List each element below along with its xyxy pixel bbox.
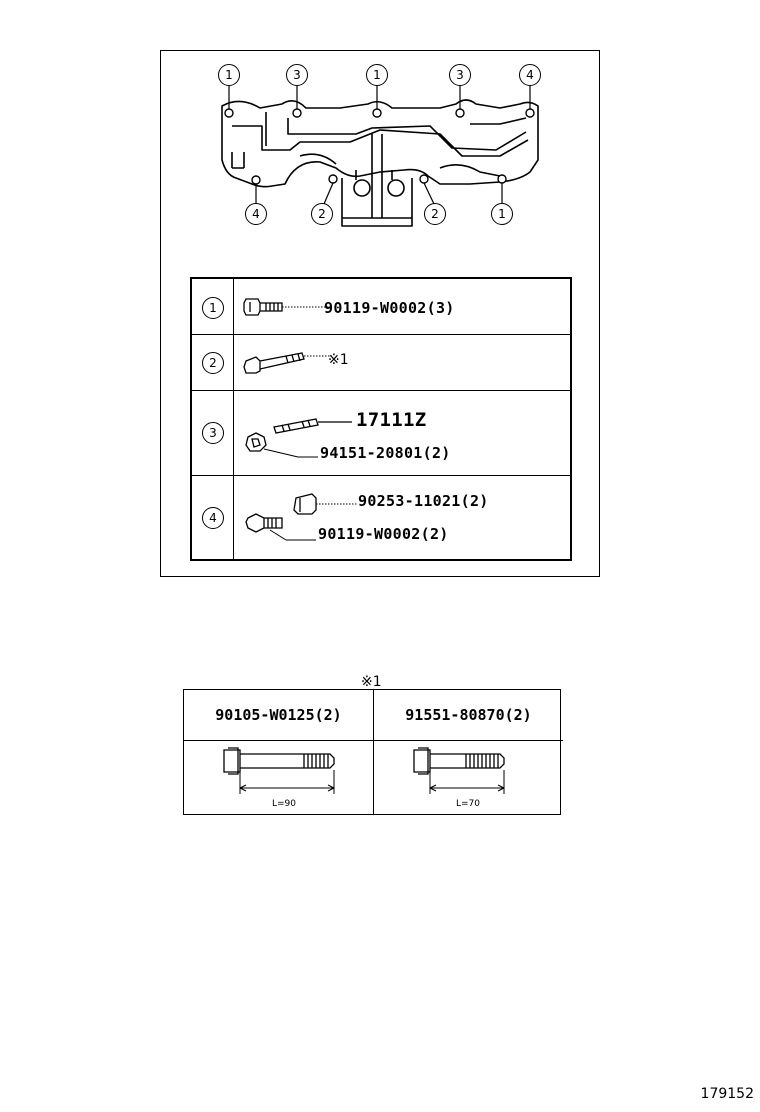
bolt-70mm-drawing xyxy=(413,747,505,794)
parts-row-2: 2 ※1 xyxy=(192,335,570,391)
long-bolt-icon xyxy=(243,352,332,374)
note-marker: ※1 xyxy=(361,674,382,690)
part-number: 94151-20801(2) xyxy=(320,444,451,462)
bolt-90mm-drawing xyxy=(223,747,335,794)
parts-row-1: 1 90119-W0002(3) xyxy=(192,279,570,335)
part-number: 90119-W0002(3) xyxy=(324,299,455,317)
part-number: 90253-11021(2) xyxy=(358,492,489,510)
bolt-spec-table: 90105-W0125(2) L=90 91551-80870(2) xyxy=(183,689,563,815)
illustration-id: 179152 xyxy=(700,1086,754,1102)
bolt-and-nut-icon xyxy=(245,493,358,541)
callout-1: 1 xyxy=(366,64,388,86)
bolt-part-number: 91551-80870(2) xyxy=(374,690,563,741)
row-index-4: 4 xyxy=(202,507,224,529)
bolt-spec-column: 90105-W0125(2) L=90 xyxy=(184,690,373,814)
bolt-length: L=70 xyxy=(456,799,481,809)
row-index-3: 3 xyxy=(202,422,224,444)
diagram-frame xyxy=(160,50,600,577)
callout-3: 3 xyxy=(286,64,308,86)
callout-2: 2 xyxy=(311,203,333,225)
callout-1: 1 xyxy=(218,64,240,86)
callout-3: 3 xyxy=(449,64,471,86)
flange-bolt-icon xyxy=(243,298,332,316)
callout-2: 2 xyxy=(424,203,446,225)
note-reference: ※1 xyxy=(328,352,349,368)
stud-and-nut-icon xyxy=(245,418,352,458)
bolt-spec-column: 91551-80870(2) L=70 xyxy=(373,690,563,814)
parts-row-3: 3 17111Z 94151-20801(2) xyxy=(192,391,570,476)
callout-1: 1 xyxy=(491,203,513,225)
callout-4: 4 xyxy=(519,64,541,86)
part-number: 90119-W0002(2) xyxy=(318,525,449,543)
bolt-part-number: 90105-W0125(2) xyxy=(184,690,373,741)
row-index-2: 2 xyxy=(202,352,224,374)
row-index-1: 1 xyxy=(202,297,224,319)
parts-table: 1 90119-W0002(3) 2 ※1 3 xyxy=(190,277,572,561)
parts-row-4: 4 90253-11021(2) 90119-W0002(2) xyxy=(192,476,570,559)
callout-4: 4 xyxy=(245,203,267,225)
part-number: 17111Z xyxy=(356,409,427,431)
bolt-length: L=90 xyxy=(272,799,297,809)
exhaust-manifold-drawing xyxy=(221,86,539,227)
